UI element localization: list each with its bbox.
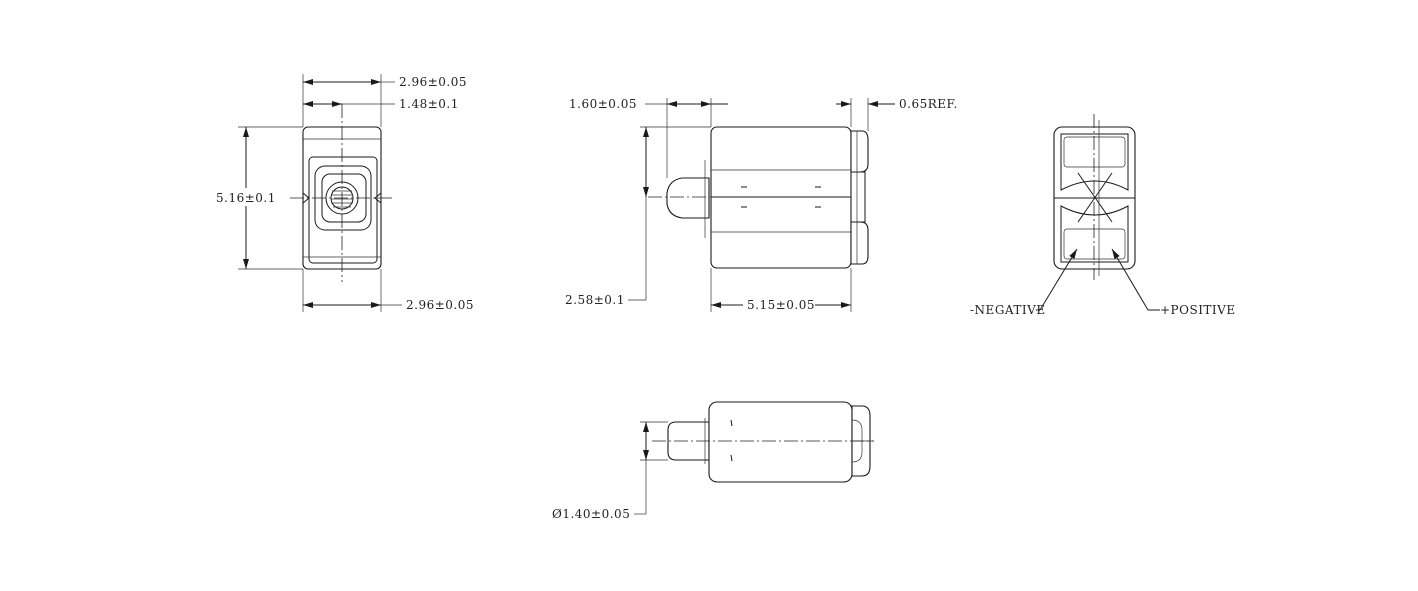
dim-bottom-pin-diameter: Ø1.40±0.05 — [552, 507, 630, 521]
label-positive: +POSITIVE — [1160, 303, 1236, 317]
bottom-view: Ø1.40±0.05 — [552, 401, 874, 521]
side-cap-middle — [850, 171, 866, 223]
dim-side-body-length: 5.15±0.05 — [747, 298, 815, 312]
side-view: 1.60±0.05 0.65REF. 2.58±0.1 5.15±0.05 — [565, 97, 958, 312]
end-cross-b — [1077, 172, 1113, 223]
end-view: -NEGATIVE +POSITIVE — [970, 114, 1236, 317]
bottom-body-outline — [708, 401, 853, 483]
leader-positive — [1111, 248, 1149, 311]
side-cap-top — [850, 130, 869, 173]
dim-side-ref: 0.65REF. — [899, 97, 958, 111]
dim-front-height: 5.16±0.1 — [216, 191, 276, 205]
end-top-cell — [1060, 133, 1129, 191]
dim-side-left-offset: 1.60±0.05 — [569, 97, 637, 111]
front-view: 2.96±0.05 1.48±0.1 5.16±0.1 2.96±0.05 — [212, 74, 474, 312]
bottom-pin — [667, 421, 710, 461]
side-cap-bottom — [850, 221, 869, 265]
dim-front-half-width: 1.48±0.1 — [399, 97, 459, 111]
side-pin — [666, 177, 710, 219]
dim-side-pin-height: 2.58±0.1 — [565, 293, 625, 307]
label-negative: -NEGATIVE — [970, 303, 1046, 317]
front-inner-frame — [308, 156, 378, 264]
dim-front-bottom-width: 2.96±0.05 — [406, 298, 474, 312]
dim-front-top-width: 2.96±0.05 — [399, 75, 467, 89]
leader-negative — [1039, 248, 1078, 311]
